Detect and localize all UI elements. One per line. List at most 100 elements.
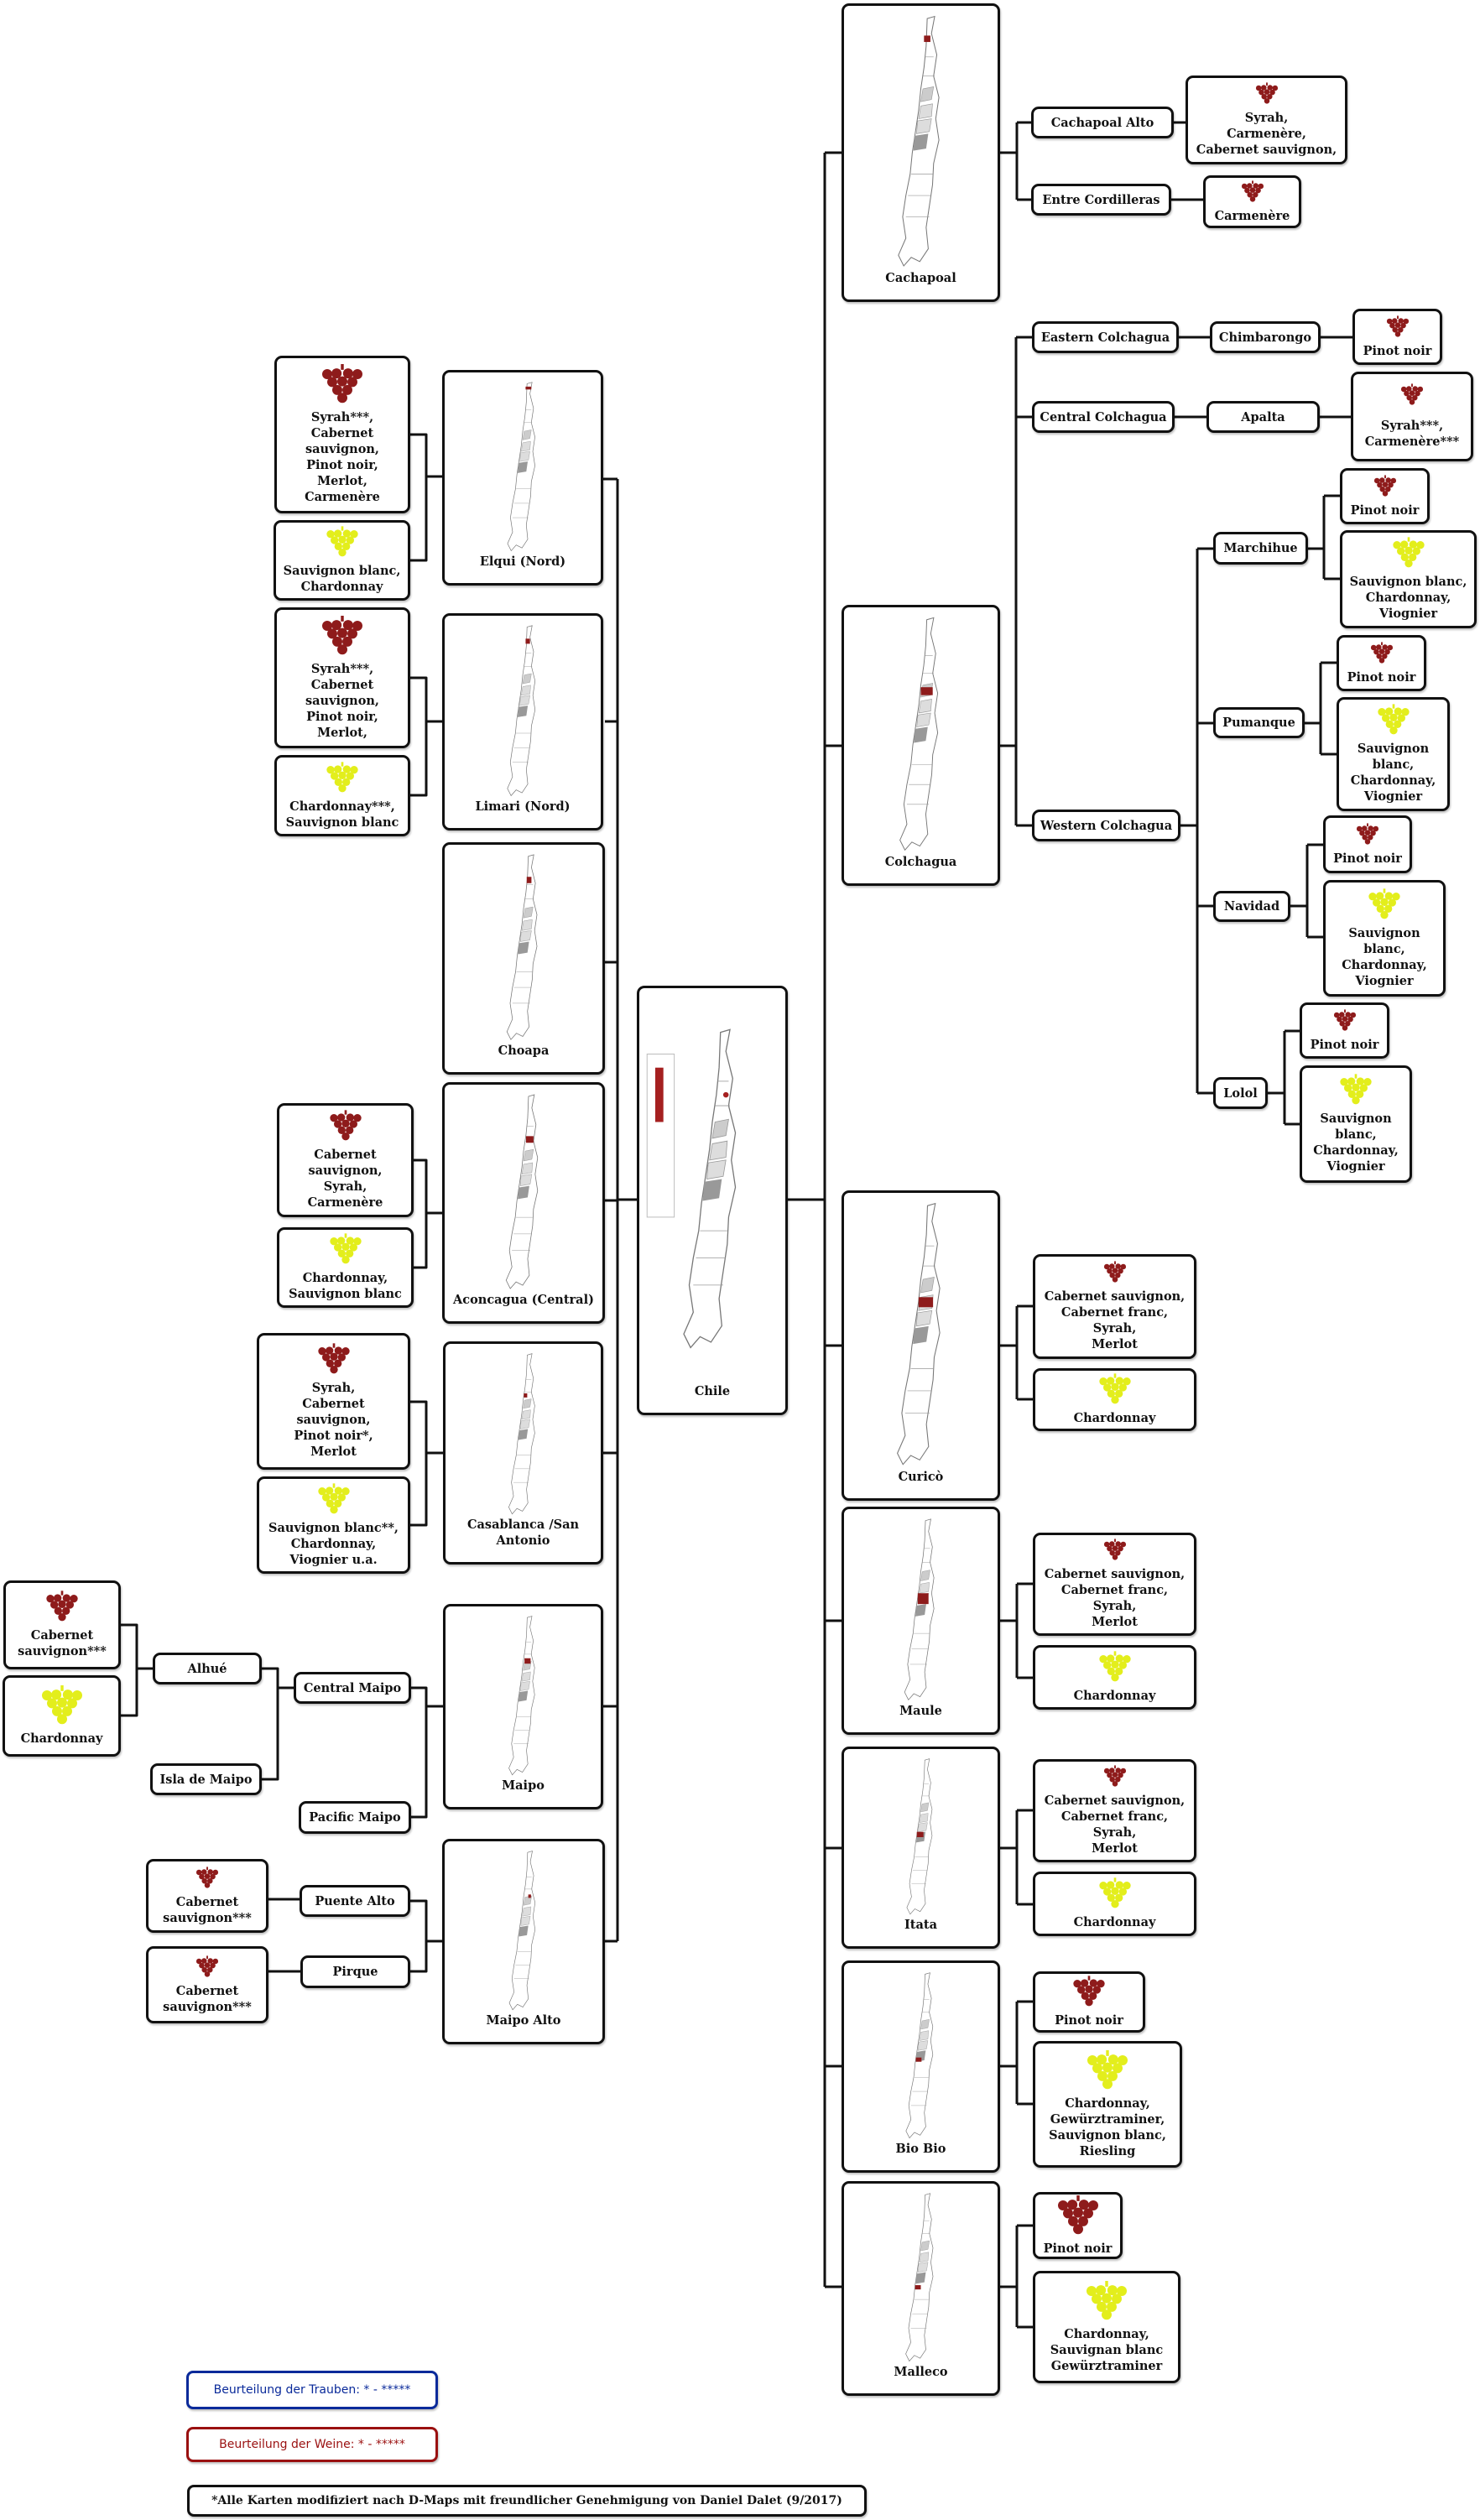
subregion-marchihue[interactable]: Marchihue [1213,532,1308,565]
subregion-isla-de-maipo[interactable]: Isla de Maipo [150,1763,262,1795]
wine-list: Cabernet sauvignon*** [163,1894,252,1925]
subregion-lolol[interactable]: Lolol [1213,1077,1268,1109]
region-map-icon [849,1971,993,2141]
map-label: Maipo Alto [486,2013,561,2028]
subregion-navidad[interactable]: Navidad [1213,891,1290,922]
subregion-western-colchagua[interactable]: Western Colchagua [1032,810,1180,841]
red-wine-box: Syrah***, Cabernet sauvignon, Pinot noir… [274,607,410,748]
map-maipo-alto[interactable]: Maipo Alto [442,1839,605,2044]
wine-list: Syrah***, Cabernet sauvignon, Pinot noir… [305,661,379,740]
map-cachapoal[interactable]: Cachapoal [842,3,1000,302]
subregion-pumanque[interactable]: Pumanque [1213,707,1305,738]
subregion-label: Apalta [1241,409,1285,424]
red-grape-icon [320,364,364,404]
white-grape-icon [1085,2281,1128,2321]
wine-list: Syrah***, Carmenère*** [1364,419,1460,449]
white-grape-icon [317,1483,351,1515]
subregion-label: Chimbarongo [1218,330,1312,345]
white-grape-icon [1368,888,1401,920]
subregion-pacific-maipo[interactable]: Pacific Maipo [299,1801,411,1834]
subregion-label: Pumanque [1222,716,1295,730]
wine-list: Carmenère [1214,208,1290,223]
red-wine-box: Pinot noir [1340,468,1430,524]
red-wine-box: Cabernet sauvignon, Syrah, Carmenère [277,1103,414,1217]
wine-list: Chardonnay***, Sauvignon blanc [285,799,399,830]
red-wine-box: Pinot noir [1300,1002,1389,1059]
red-grape-icon [1072,1976,1106,2007]
map-biobio[interactable]: Bio Bio [842,1960,1000,2173]
white-grape-icon [1339,1074,1373,1106]
subregion-label: Alhué [187,1661,227,1676]
subregion-cachapoal-alto[interactable]: Cachapoal Alto [1031,107,1174,138]
white-grape-icon [1098,1877,1132,1909]
red-grape-icon [1056,2195,1100,2236]
white-grape-icon [1377,704,1410,736]
subregion-central-colchagua[interactable]: Central Colchagua [1032,401,1175,433]
map-label: Elqui (Nord) [479,555,566,569]
wine-list: Sauvignon blanc**, Chardonnay, Viognier … [268,1520,399,1567]
white-wine-box: Chardonnay, Gewürztraminer, Sauvignon bl… [1033,2041,1182,2168]
region-map-icon [849,616,993,854]
wine-list: Syrah, Carmenère, Cabernet sauvignon, [1196,111,1337,157]
map-itata[interactable]: Itata [842,1747,1000,1949]
map-maipo[interactable]: Maipo [443,1604,603,1809]
wine-list: Sauvignon blanc, Chardonnay, Viognier [1313,1112,1399,1174]
subregion-apalta[interactable]: Apalta [1206,401,1320,433]
map-maule[interactable]: Maule [842,1507,1000,1735]
wine-list: Pinot noir [1055,2013,1123,2028]
red-grape-icon [45,1591,79,1622]
map-aconcagua[interactable]: Aconcagua (Central) [442,1082,605,1324]
map-limari[interactable]: Limari (Nord) [442,613,603,830]
map-label: Aconcagua (Central) [453,1293,594,1307]
subregion-puente-alto[interactable]: Puente Alto [300,1885,410,1917]
legend-grape-rating: Beurteilung der Trauben: * - ***** [186,2371,438,2409]
white-wine-box: Sauvignon blanc, Chardonnay [274,520,410,601]
white-wine-box: Chardonnay [3,1675,121,1757]
red-wine-box: Carmenère [1203,175,1301,228]
map-malleco[interactable]: Malleco [842,2181,1000,2396]
subregion-label: Cachapoal Alto [1050,115,1154,130]
red-wine-box: Pinot noir [1033,1971,1145,2033]
region-map-icon [849,1518,993,1703]
region-map-icon [849,1757,993,1917]
map-choapa[interactable]: Choapa [442,842,605,1075]
subregion-alhue[interactable]: Alhué [153,1653,262,1684]
red-grape-icon [195,1955,219,1978]
subregion-eastern-colchagua[interactable]: Eastern Colchagua [1032,321,1179,353]
subregion-central-maipo[interactable]: Central Maipo [294,1672,411,1704]
wine-list: Cabernet sauvignon, Cabernet franc, Syra… [1044,1567,1186,1629]
red-wine-box: Cabernet sauvignon, Cabernet franc, Syra… [1033,1759,1196,1862]
white-wine-box: Sauvignon blanc, Chardonnay, Viognier [1340,530,1477,628]
map-elqui[interactable]: Elqui (Nord) [442,370,603,586]
map-curico[interactable]: Curicò [842,1190,1000,1501]
white-wine-box: Chardonnay***, Sauvignon blanc [274,755,410,836]
region-map-icon [450,853,597,1043]
map-label: Limari (Nord) [475,799,571,814]
red-grape-icon [329,1110,362,1142]
subregion-chimbarongo[interactable]: Chimbarongo [1210,321,1321,353]
wine-list: Sauvignon blanc, Chardonnay, Viognier [1342,925,1427,988]
red-wine-box: Pinot noir [1352,309,1442,365]
map-colchagua[interactable]: Colchagua [842,605,1000,886]
wine-list: Cabernet sauvignon, Syrah, Carmenère [307,1148,383,1210]
white-wine-box: Chardonnay, Sauvignan blanc Gewürztramin… [1033,2271,1180,2383]
subregion-entre-cordilleras[interactable]: Entre Cordilleras [1031,184,1171,216]
subregion-pirque[interactable]: Pirque [300,1955,410,1988]
map-label: Choapa [498,1044,550,1058]
region-map-icon [451,1352,596,1517]
footnote-text: *Alle Karten modifiziert nach D-Maps mit… [211,2494,842,2507]
white-grape-icon [1098,1373,1132,1405]
subregion-label: Isla de Maipo [159,1772,253,1787]
white-grape-icon [326,762,359,794]
map-chile[interactable]: Chile [637,986,788,1415]
subregion-label: Pirque [332,1965,378,1979]
map-casablanca[interactable]: Casablanca /San Antonio [443,1341,603,1565]
wine-list: Syrah, Cabernet sauvignon, Pinot noir*, … [294,1381,373,1459]
map-label: Chile [694,1384,731,1398]
wine-list: Sauvignon blanc, Chardonnay [283,564,401,594]
wine-list: Sauvignon blanc, Chardonnay, Viognier [1349,575,1467,621]
map-label: Casablanca /San Antonio [466,1518,580,1548]
map-label: Cachapoal [885,271,956,285]
red-wine-box: Syrah***, Cabernet sauvignon, Pinot noir… [274,356,410,513]
